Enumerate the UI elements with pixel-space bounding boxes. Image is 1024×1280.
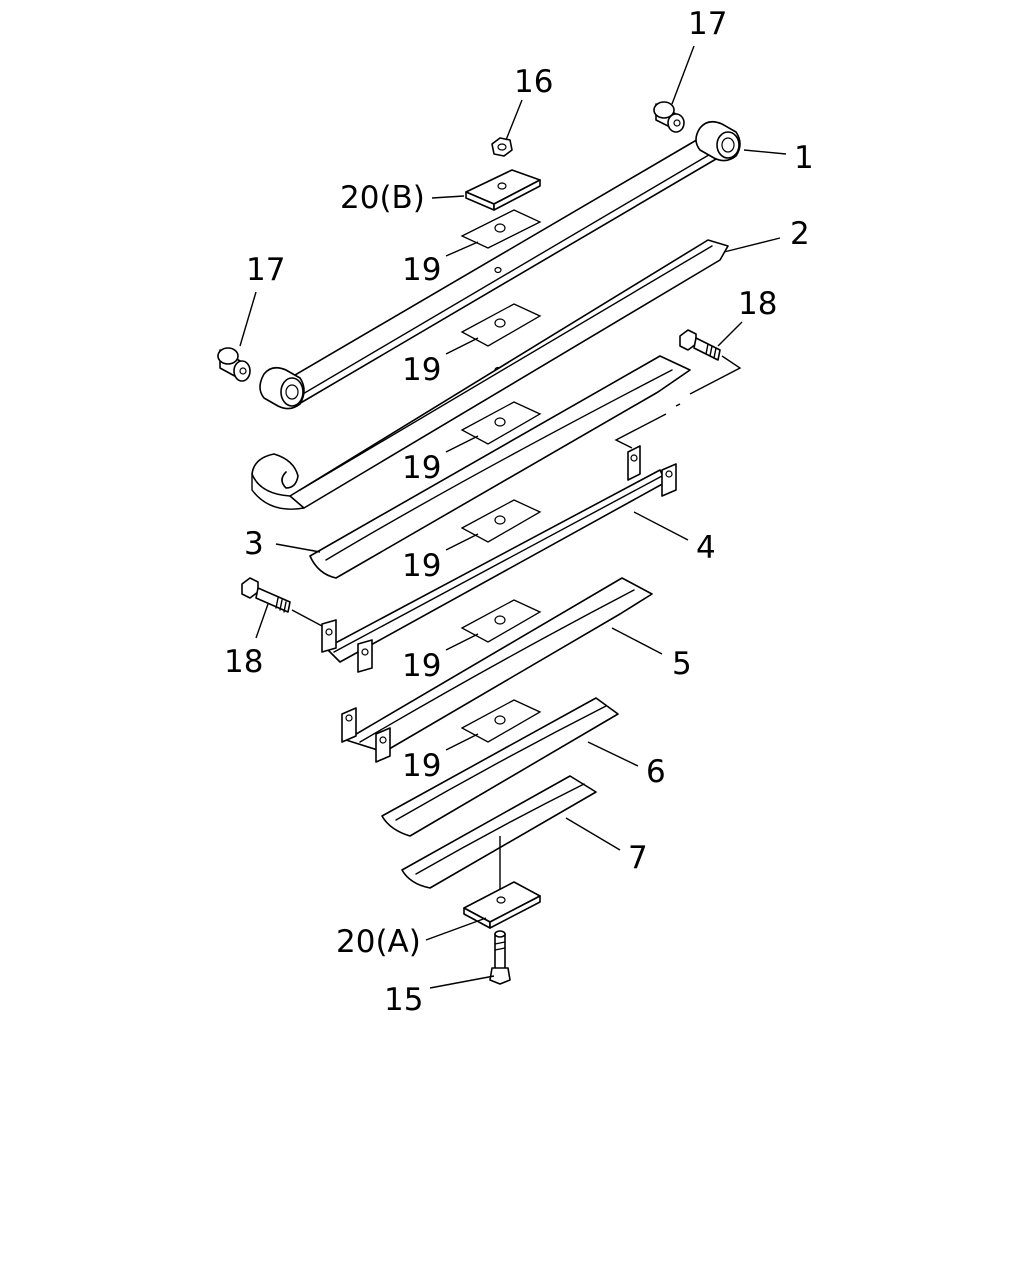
center-holes <box>494 266 502 836</box>
bushing-17-left <box>217 347 251 382</box>
callout-18-top: 18 <box>738 286 777 322</box>
callout-15: 15 <box>384 982 423 1018</box>
callout-20a: 20(A) <box>336 924 421 960</box>
callout-19-4: 19 <box>402 548 441 584</box>
callout-1: 1 <box>794 140 814 176</box>
callout-6: 6 <box>646 754 666 790</box>
leaf-6 <box>381 697 619 837</box>
callout-7: 7 <box>628 840 648 876</box>
leaf-4 <box>321 445 677 673</box>
callout-19-3: 19 <box>402 450 441 486</box>
leaf-3 <box>309 355 691 579</box>
callout-labels: 1 2 3 4 5 6 7 15 16 17 17 18 18 19 19 19… <box>224 6 814 1018</box>
leaf-2 <box>251 239 729 510</box>
callout-19-1: 19 <box>402 252 441 288</box>
pad-19-1 <box>460 209 542 249</box>
leader-lines <box>239 45 787 989</box>
callout-18-left: 18 <box>224 644 263 680</box>
plate-20b <box>465 169 541 211</box>
callout-16: 16 <box>514 64 553 100</box>
callout-20b: 20(B) <box>340 180 425 216</box>
callout-19-6: 19 <box>402 748 441 784</box>
bolt-18-top <box>614 329 742 449</box>
callout-3: 3 <box>244 526 264 562</box>
pad-19-3 <box>460 401 542 445</box>
bolt-15 <box>489 930 511 985</box>
callout-17-top: 17 <box>688 6 727 42</box>
pad-19-2 <box>460 303 542 347</box>
callout-2: 2 <box>790 216 810 252</box>
callout-5: 5 <box>672 646 692 682</box>
bushing-17-top <box>653 101 685 133</box>
leaf-5 <box>341 577 653 763</box>
leaf-7 <box>401 775 597 889</box>
callout-19-5: 19 <box>402 648 441 684</box>
callout-19-2: 19 <box>402 352 441 388</box>
callout-17-left: 17 <box>246 252 285 288</box>
nut-16 <box>491 137 513 157</box>
pad-19-6 <box>460 699 542 743</box>
pad-19-4 <box>460 499 542 543</box>
plate-20a <box>463 881 541 929</box>
callout-4: 4 <box>696 530 716 566</box>
bolt-18-left <box>241 577 323 627</box>
pad-19-5 <box>460 599 542 643</box>
